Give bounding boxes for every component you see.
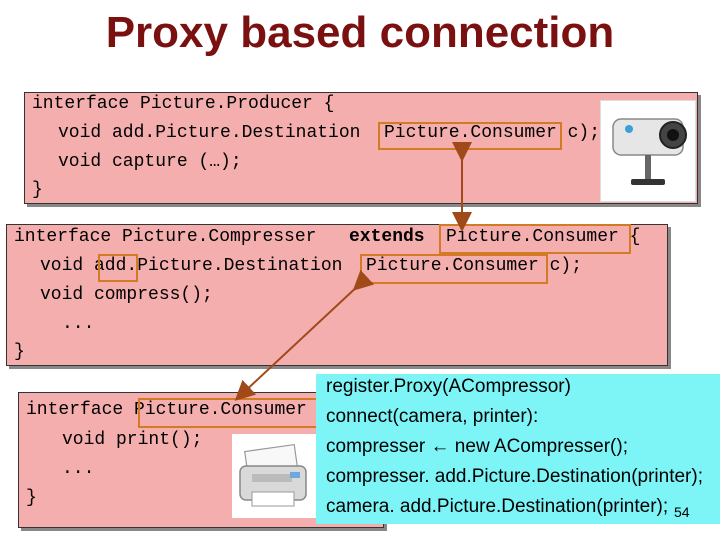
compresser-method-highlight — [98, 254, 138, 282]
consumer-type-highlight — [138, 398, 328, 428]
producer-line-2b: Picture.Consumer c); — [384, 123, 601, 143]
proxy-steps-panel: register.Proxy(ACompressor) connect(came… — [316, 374, 720, 524]
slide-title: Proxy based connection — [105, 8, 615, 57]
compresser-extends-highlight — [439, 224, 631, 254]
compresser-line-2a: void add.Picture.Destination — [40, 256, 343, 276]
consumer-line-1: interface Picture.Consumer { — [26, 400, 329, 420]
consumer-line-2: void print(); — [62, 430, 203, 450]
compresser-line-1a: interface Picture.Compresser — [14, 227, 317, 247]
picture-producer-box — [24, 92, 698, 204]
consumer-line-3: ... — [62, 459, 95, 479]
step-new-compresser: compresser ← new ACompresser(); — [326, 436, 628, 457]
consumer-line-4: } — [26, 488, 37, 508]
camera-icon — [612, 118, 687, 185]
producer-line-4: } — [32, 180, 43, 200]
compresser-line-4: ... — [62, 314, 95, 334]
producer-line-1: interface Picture.Producer { — [32, 94, 335, 114]
compresser-param-highlight — [360, 254, 548, 284]
step-compresser-add: compresser. add.Picture.Destination(prin… — [326, 466, 703, 487]
compresser-line-2b: Picture.Consumer c); — [366, 256, 583, 276]
step-camera-add: camera. add.Picture.Destination(printer)… — [326, 496, 669, 517]
producer-param-highlight — [378, 122, 562, 150]
step-connect: connect(camera, printer): — [326, 406, 539, 427]
camera-image — [600, 100, 696, 202]
page-number: 54 — [674, 504, 690, 520]
step-register-proxy: register.Proxy(ACompressor) — [326, 376, 571, 397]
compresser-line-1b: extends — [349, 227, 425, 247]
printer-icon — [239, 443, 307, 507]
compresser-line-5: } — [14, 342, 25, 362]
printer-image — [232, 434, 316, 518]
producer-line-2a: void add.Picture.Destination — [58, 123, 361, 143]
compresser-line-3: void compress(); — [40, 285, 213, 305]
compresser-line-1c: Picture.Consumer { — [446, 227, 641, 247]
producer-line-3: void capture (…); — [58, 152, 242, 172]
